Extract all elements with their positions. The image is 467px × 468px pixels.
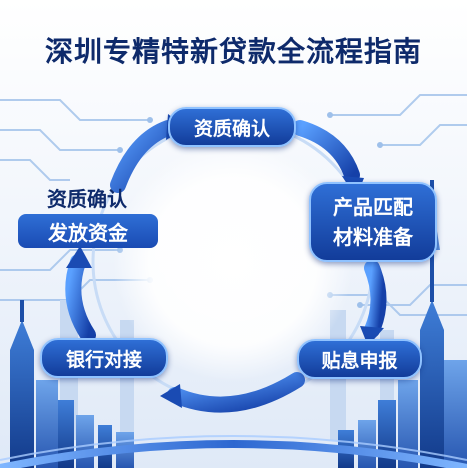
step-product-match-materials: 产品匹配 材料准备 [309, 182, 437, 262]
step-bank-docking: 银行对接 [40, 338, 168, 378]
step-fund-disbursement: 发放资金 [18, 214, 158, 248]
step-label: 资质确认 [193, 117, 270, 140]
step-label-line1: 产品匹配 [333, 195, 413, 219]
step-left-label: 资质确认 [47, 187, 127, 211]
step-qualification-confirm: 资质确认 [168, 107, 296, 147]
step-label: 发放资金 [48, 220, 128, 245]
step-subsidy-declaration: 贴息申报 [297, 339, 422, 379]
step-label: 贴息申报 [321, 349, 398, 372]
page-title: 深圳专精特新贷款全流程指南 [44, 35, 422, 68]
step-label: 银行对接 [65, 348, 142, 371]
step-label-line2: 材料准备 [333, 225, 413, 249]
